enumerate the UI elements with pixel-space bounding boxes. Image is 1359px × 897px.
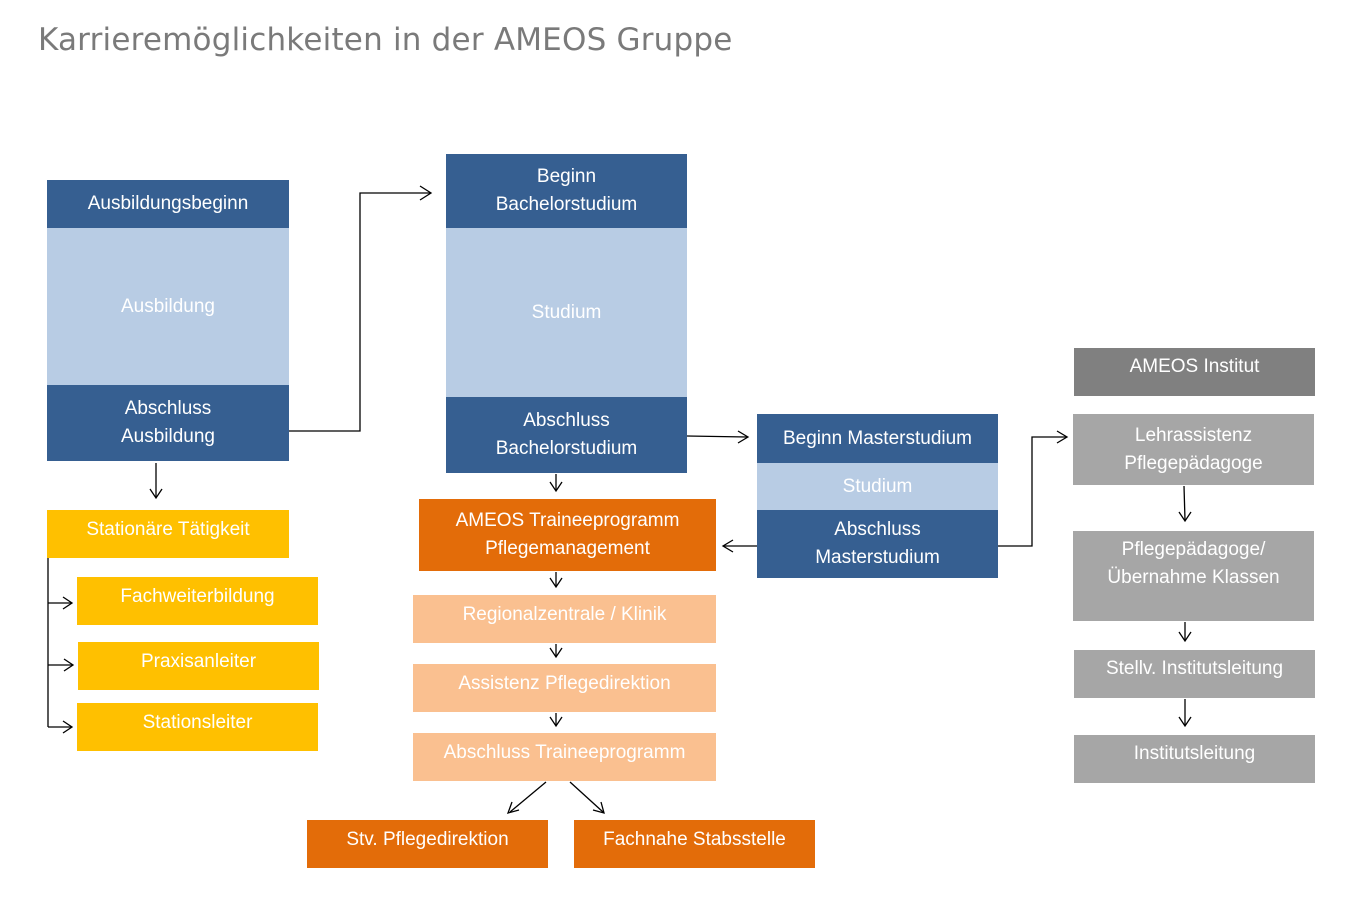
- praxisanleiter-label: Praxisanleiter: [140, 651, 257, 672]
- ausbildungsbeginn-box: Ausbildungsbeginn: [47, 180, 289, 228]
- beginn-master-label: Beginn Masterstudium: [782, 427, 973, 449]
- stationaere-taetigkeit-box: Stationäre Tätigkeit: [47, 510, 289, 558]
- institutsleitung-label: Institutsleitung: [1133, 743, 1256, 764]
- pflegepaedagoge-label: Pflegepädagoge/ Übernahme Klassen: [1107, 539, 1280, 588]
- abschluss-ausbildung-label: Abschluss Ausbildung: [120, 398, 216, 447]
- stationsleiter-box: Stationsleiter: [77, 703, 318, 751]
- ameos-institut-box: AMEOS Institut: [1074, 348, 1315, 396]
- pflegepaedagoge-box: Pflegepädagoge/ Übernahme Klassen: [1073, 531, 1314, 621]
- praxisanleiter-box: Praxisanleiter: [78, 642, 319, 690]
- ausbildung-phase-label: Ausbildung: [120, 295, 216, 317]
- bachelor-studium-label: Studium: [531, 301, 602, 323]
- abschluss-traineeprogramm-box: Abschluss Traineeprogramm: [413, 733, 716, 781]
- stationaere-taetigkeit-label: Stationäre Tätigkeit: [86, 519, 250, 540]
- abschluss-bachelor-label: Abschluss Bachelorstudium: [495, 410, 638, 459]
- assistenz-pflegedirektion-label: Assistenz Pflegedirektion: [458, 673, 671, 694]
- traineeprogramm-label: AMEOS Traineeprogramm Pflegemanagement: [455, 510, 680, 559]
- beginn-bachelor-label: Beginn Bachelorstudium: [495, 166, 638, 215]
- fachnahe-stabsstelle-label: Fachnahe Stabsstelle: [603, 829, 786, 850]
- ameos-institut-label: AMEOS Institut: [1129, 356, 1260, 377]
- abschluss-master-box: Abschluss Masterstudium: [757, 510, 998, 578]
- stationsleiter-label: Stationsleiter: [142, 712, 253, 733]
- fachnahe-stabsstelle-box: Fachnahe Stabsstelle: [574, 820, 815, 868]
- traineeprogramm-box: AMEOS Traineeprogramm Pflegemanagement: [419, 499, 716, 571]
- beginn-bachelor-box: Beginn Bachelorstudium: [446, 154, 687, 228]
- bachelor-studium-box: Studium: [446, 228, 687, 397]
- arrow-master-to-institut: [998, 436, 1066, 547]
- fachweiterbildung-box: Fachweiterbildung: [77, 577, 318, 625]
- master-studium-box: Studium: [757, 463, 998, 510]
- abschluss-traineeprogramm-label: Abschluss Traineeprogramm: [443, 742, 686, 763]
- lehrassistenz-label: Lehrassistenz Pflegepädagoge: [1124, 424, 1263, 474]
- stellv-institutsleitung-label: Stellv. Institutsleitung: [1105, 658, 1284, 679]
- arrow-to-stv-pflegedirektion: [509, 781, 547, 813]
- abschluss-ausbildung-box: Abschluss Ausbildung: [47, 385, 289, 461]
- stv-pflegedirektion-box: Stv. Pflegedirektion: [307, 820, 548, 868]
- fachweiterbildung-label: Fachweiterbildung: [120, 586, 275, 607]
- regionalzentrale-box: Regionalzentrale / Klinik: [413, 595, 716, 643]
- lehrassistenz-box: Lehrassistenz Pflegepädagoge: [1073, 414, 1314, 485]
- arrow-bachelor-to-master: [686, 435, 748, 438]
- abschluss-master-label: Abschluss Masterstudium: [815, 519, 940, 568]
- arrow-to-fachnahe-stabsstelle: [569, 781, 604, 813]
- institutsleitung-box: Institutsleitung: [1074, 735, 1315, 783]
- arrow-ausbildung-to-bachelor: [289, 192, 430, 432]
- arrow-lehrassistenz-to-paedagoge: [1183, 485, 1186, 521]
- stellv-institutsleitung-box: Stellv. Institutsleitung: [1074, 650, 1315, 698]
- ausbildungsbeginn-label: Ausbildungsbeginn: [87, 193, 249, 214]
- beginn-master-box: Beginn Masterstudium: [757, 414, 998, 463]
- stv-pflegedirektion-label: Stv. Pflegedirektion: [346, 829, 509, 850]
- page-title: Karrieremöglichkeiten in der AMEOS Grupp…: [38, 22, 733, 58]
- regionalzentrale-label: Regionalzentrale / Klinik: [462, 604, 667, 625]
- ausbildung-phase-box: Ausbildung: [47, 228, 289, 385]
- abschluss-bachelor-box: Abschluss Bachelorstudium: [446, 397, 687, 473]
- assistenz-pflegedirektion-box: Assistenz Pflegedirektion: [413, 664, 716, 712]
- master-studium-label: Studium: [842, 475, 913, 497]
